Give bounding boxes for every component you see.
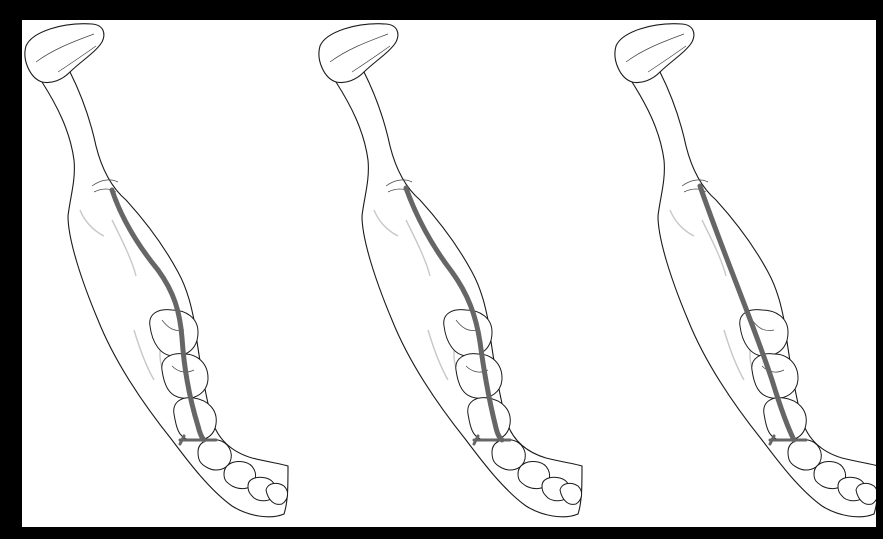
panel-middle-diagram [319,24,582,517]
mandible-illustration [22,20,876,527]
panel-left-diagram [25,24,288,517]
nerve-canal-right [700,186,794,440]
panel-right-diagram [615,24,876,517]
figure-canvas [22,20,876,527]
mandible-outline-right [615,24,876,517]
